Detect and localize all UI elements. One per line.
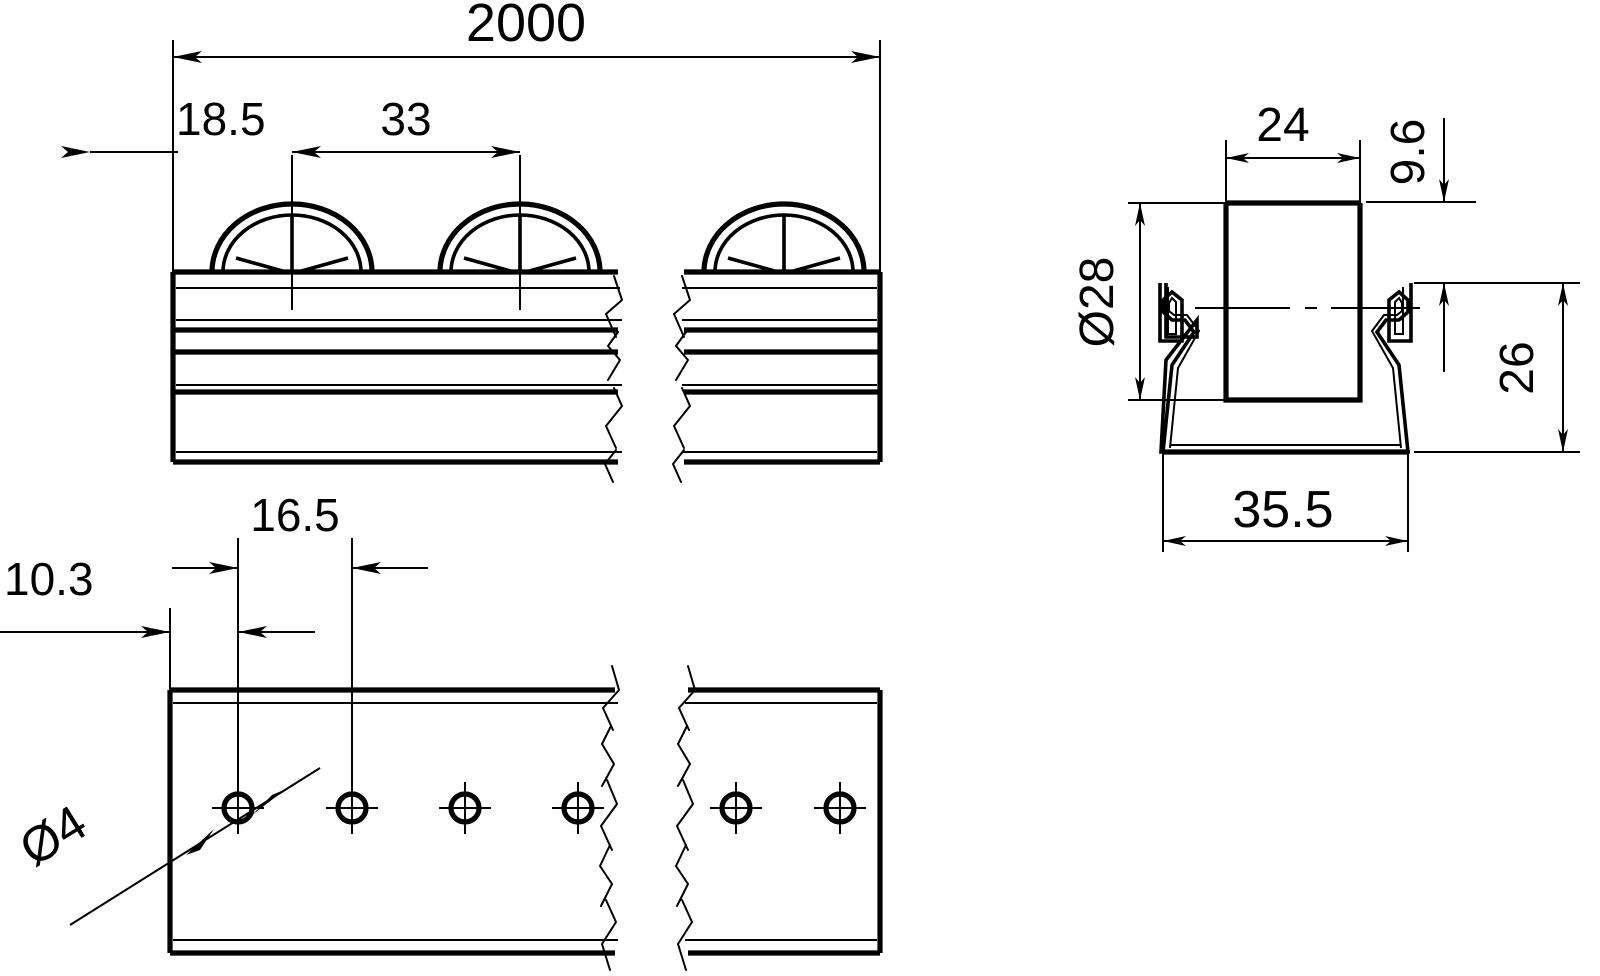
dimension-text-dia-28: Ø28 [1071,257,1124,348]
dimension-first-roller-offset: 18.5 [61,93,266,158]
roller-centerlines [291,155,521,310]
dimension-text-10-3: 10.3 [4,553,94,605]
break-line-front-left [604,275,623,483]
dimension-profile-width: 35.5 [1162,452,1409,552]
front-elevation-view: 2000 18.5 33 [61,0,883,483]
dimension-text-16-5: 16.5 [250,489,340,541]
dimension-text-35-5: 35.5 [1232,481,1333,539]
break-line-plan-right [675,665,696,971]
cross-section-view: 24 Ø28 9.6 26 [1071,99,1580,552]
dimension-hole-pitch: 16.5 [172,489,428,574]
rail-body-left [170,269,622,465]
roller-group-right [701,201,867,274]
dimension-profile-height: 26 [1414,283,1580,453]
break-line-plan-left [599,665,620,971]
dimension-roller-width: 24 [1225,99,1361,208]
hole-4 [552,782,604,834]
break-line-front-right [672,275,691,483]
dimension-text-9-6: 9.6 [1382,119,1435,186]
dimension-hole-diameter: Ø4 [10,767,321,926]
hole-6 [814,782,866,834]
rail-body-right [682,269,883,465]
roller-3 [701,201,867,274]
dimension-text-26: 26 [1491,341,1544,394]
dimension-roller-diameter: Ø28 [1071,202,1232,401]
plan-rail-right [685,687,883,956]
plan-view: 16.5 10.3 Ø4 [0,489,883,971]
channel-profile [1158,283,1413,455]
dimension-top-offset: 9.6 [1366,118,1580,372]
roller-group-left [209,201,603,274]
dimension-text-18-5: 18.5 [176,93,266,145]
plan-extension-lines [169,538,353,790]
hole-5 [710,782,762,834]
dimension-roller-pitch: 33 [292,93,520,158]
dimension-text-24: 24 [1256,99,1309,152]
dimension-hole-first-offset: 10.3 [0,553,315,638]
hole-2 [326,782,378,834]
hole-3 [439,782,491,834]
hole-group-left [212,782,604,834]
plan-rail-left [167,687,618,956]
dimension-text-2000: 2000 [466,0,586,53]
roller-section [1223,200,1363,403]
dimension-overall-length: 2000 [172,0,881,276]
hole-group-right [710,782,866,834]
dimension-text-33: 33 [380,93,431,145]
dimension-text-dia-4: Ø4 [10,794,96,877]
